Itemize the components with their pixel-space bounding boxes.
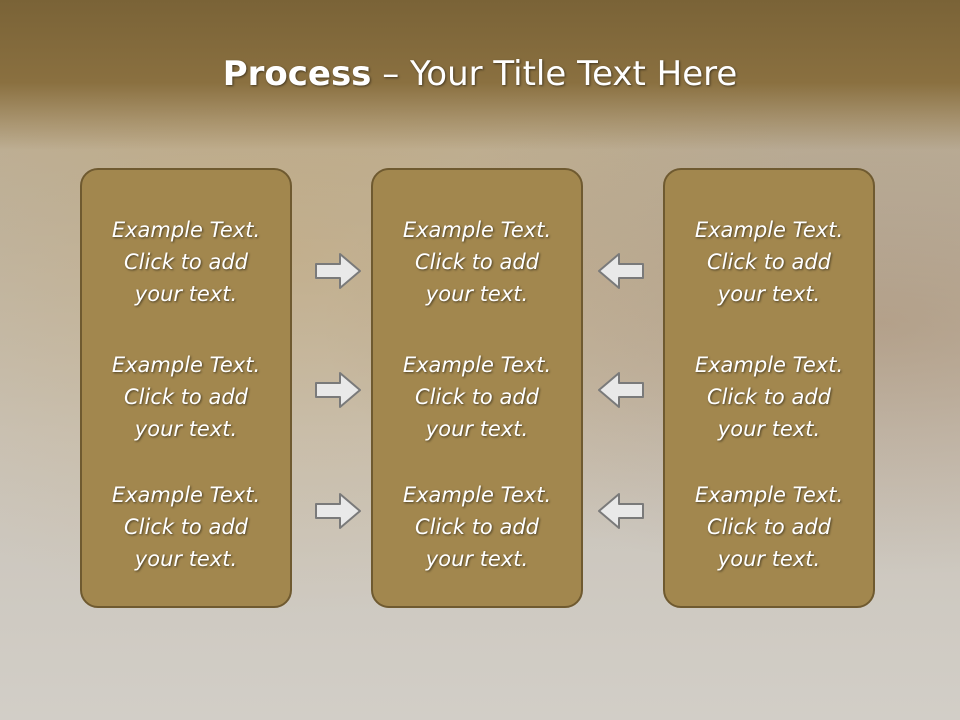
arrow-right-icon xyxy=(315,253,361,289)
text-placeholder[interactable]: Example Text. Click to add your text. xyxy=(111,353,261,441)
text-placeholder[interactable]: Example Text. Click to add your text. xyxy=(694,483,844,571)
process-box-right[interactable]: Example Text. Click to add your text. Ex… xyxy=(663,168,875,608)
title-rest: – Your Title Text Here xyxy=(371,54,738,94)
title-band xyxy=(0,0,960,150)
text-placeholder[interactable]: Example Text. Click to add your text. xyxy=(694,218,844,306)
text-placeholder[interactable]: Example Text. Click to add your text. xyxy=(402,483,552,571)
text-placeholder[interactable]: Example Text. Click to add your text. xyxy=(111,483,261,571)
title-bold: Process xyxy=(222,54,372,94)
arrow-left-icon xyxy=(598,372,644,408)
text-placeholder[interactable]: Example Text. Click to add your text. xyxy=(402,353,552,441)
process-box-middle[interactable]: Example Text. Click to add your text. Ex… xyxy=(371,168,583,608)
slide-title[interactable]: Process – Your Title Text Here xyxy=(0,52,960,96)
arrow-left-icon xyxy=(598,253,644,289)
text-placeholder[interactable]: Example Text. Click to add your text. xyxy=(402,218,552,306)
text-placeholder[interactable]: Example Text. Click to add your text. xyxy=(694,353,844,441)
process-box-left[interactable]: Example Text. Click to add your text. Ex… xyxy=(80,168,292,608)
text-placeholder[interactable]: Example Text. Click to add your text. xyxy=(111,218,261,306)
arrow-right-icon xyxy=(315,493,361,529)
arrow-right-icon xyxy=(315,372,361,408)
arrow-left-icon xyxy=(598,493,644,529)
